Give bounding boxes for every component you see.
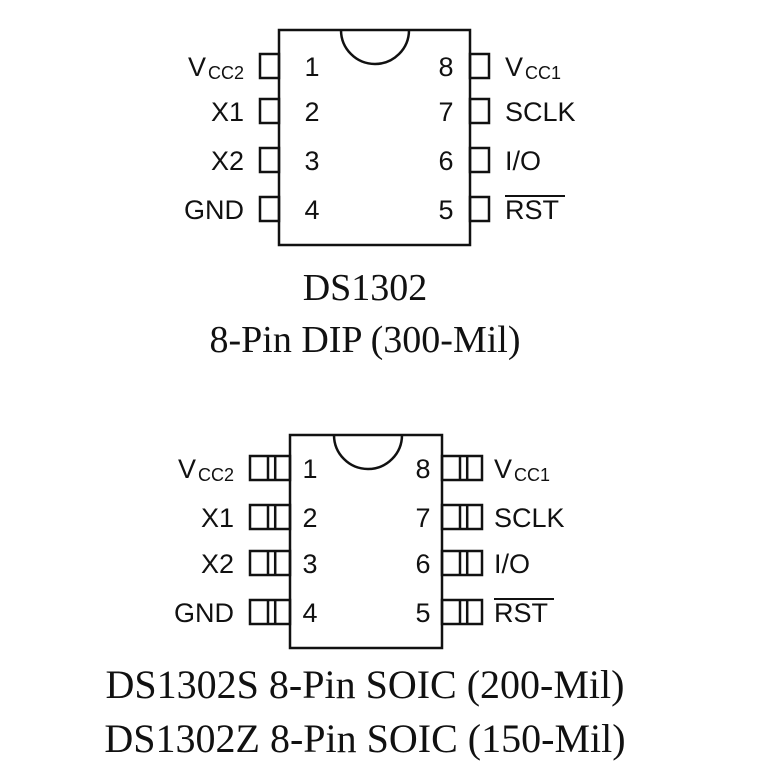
pin-3: 3 X2 <box>211 146 320 176</box>
pin-lead <box>248 503 292 531</box>
pin-number: 2 <box>302 503 317 533</box>
dip-notch <box>339 29 411 66</box>
pin-number: 3 <box>302 549 317 579</box>
pin-number: 8 <box>438 52 453 82</box>
pin-6: 6 I/O <box>438 146 541 176</box>
pin-label: RST <box>494 598 548 628</box>
pin-label-text: V <box>188 52 206 82</box>
dip-title: DS1302 <box>303 267 428 309</box>
pin-label-subscript: CC1 <box>525 63 561 83</box>
pin-number: 6 <box>415 549 430 579</box>
pin-number: 7 <box>438 97 453 127</box>
pin-label-text: I/O <box>505 146 541 176</box>
pin-label: GND <box>174 598 234 628</box>
pin-number: 6 <box>438 146 453 176</box>
pin-number: 7 <box>415 503 430 533</box>
soic-caption-1: DS1302S 8-Pin SOIC (200-Mil) <box>106 662 625 707</box>
pin-number: 1 <box>302 454 317 484</box>
dip-subtitle: 8-Pin DIP (300-Mil) <box>209 319 520 361</box>
pin-label-text: SCLK <box>505 97 576 127</box>
pin-number: 5 <box>415 598 430 628</box>
pin-label-text: V <box>505 52 523 82</box>
pin-number: 4 <box>302 598 317 628</box>
pin-5: 5 RST <box>415 598 554 628</box>
pin-lead <box>258 97 281 125</box>
pin-lead <box>258 195 281 223</box>
pin-4: 4 GND <box>184 195 320 225</box>
pin-label-subscript: CC1 <box>514 465 550 485</box>
pin-label-text: X1 <box>201 503 234 533</box>
pin-label-text: I/O <box>494 549 530 579</box>
pin-7: 7 SCLK <box>415 503 564 533</box>
pin-number: 5 <box>438 195 453 225</box>
pin-lead <box>468 195 491 223</box>
pin-label-subscript: CC2 <box>208 63 244 83</box>
pin-2: 2 X1 <box>201 503 318 533</box>
pin-label: GND <box>184 195 244 225</box>
pin-lead <box>440 598 484 626</box>
pin-label: X1 <box>211 97 244 127</box>
pin-number: 2 <box>304 97 319 127</box>
pin-label: SCLK <box>494 503 565 533</box>
pin-label-text: X2 <box>201 549 234 579</box>
pin-lead <box>468 146 491 174</box>
pin-label: SCLK <box>505 97 576 127</box>
pin-number: 1 <box>304 52 319 82</box>
pin-lead <box>248 549 292 577</box>
pin-lead <box>258 146 281 174</box>
pin-label: X2 <box>211 146 244 176</box>
pin-label-text: X2 <box>211 146 244 176</box>
pin-label: X2 <box>201 549 234 579</box>
pin-lead <box>440 503 484 531</box>
pin-lead <box>468 97 491 125</box>
pin-5: 5 RST <box>438 195 565 225</box>
pin-number: 8 <box>415 454 430 484</box>
pin-number: 3 <box>304 146 319 176</box>
pin-6: 6 I/O <box>415 549 530 579</box>
pin-lead <box>248 598 292 626</box>
soic-caption-2: DS1302Z 8-Pin SOIC (150-Mil) <box>104 716 625 761</box>
pin-label: RST <box>505 195 559 225</box>
pin-7: 7 SCLK <box>438 97 575 127</box>
pin-3: 3 X2 <box>201 549 318 579</box>
pin-lead <box>248 454 292 482</box>
pin-lead <box>468 52 491 80</box>
soic-body <box>288 433 444 650</box>
pin-lead <box>440 549 484 577</box>
pin-label-text: SCLK <box>494 503 565 533</box>
pin-lead <box>440 454 484 482</box>
pin-4: 4 GND <box>174 598 318 628</box>
pin-number: 4 <box>304 195 319 225</box>
pin-label-text: V <box>494 454 512 484</box>
pin-label-text: RST <box>505 195 559 225</box>
pin-label-text: X1 <box>211 97 244 127</box>
pin-2: 2 X1 <box>211 97 320 127</box>
pin-label: X1 <box>201 503 234 533</box>
pin-label: I/O <box>505 146 541 176</box>
pin-label-text: GND <box>174 598 234 628</box>
pin-label-text: RST <box>494 598 548 628</box>
pin-lead <box>258 52 281 80</box>
pin-label-text: V <box>178 454 196 484</box>
soic-notch <box>332 434 404 471</box>
pin-label-text: GND <box>184 195 244 225</box>
pin-label: I/O <box>494 549 530 579</box>
pin-label-subscript: CC2 <box>198 465 234 485</box>
dip-body <box>277 28 472 247</box>
